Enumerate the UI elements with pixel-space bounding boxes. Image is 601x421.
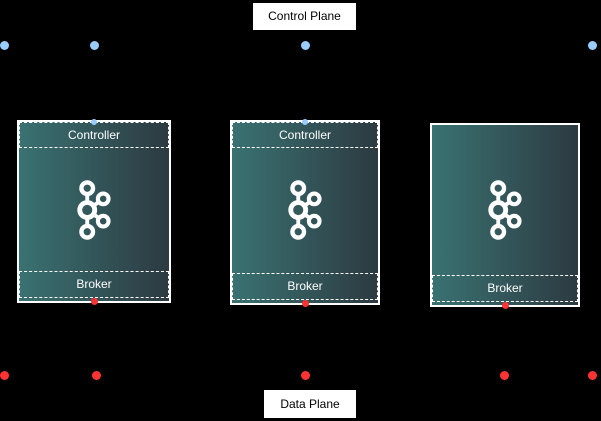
connection-endpoint-red: [300, 370, 310, 380]
connection-endpoint-blue: [89, 40, 99, 50]
broker-endpoint-dot: [501, 302, 509, 309]
broker-endpoint-dot: [90, 298, 98, 305]
controller-section: Controller: [232, 122, 378, 148]
kafka-logo-icon: [488, 180, 522, 240]
kafka-logo-icon: [77, 180, 111, 240]
kafka-node-3: Broker: [430, 123, 580, 309]
data-plane-label: Data Plane: [264, 390, 356, 418]
connection-endpoint-red: [499, 370, 509, 380]
broker-section: Broker: [232, 273, 378, 300]
controller-section: Controller: [19, 122, 169, 148]
kafka-node-1: Controller Broker: [17, 119, 171, 305]
controller-endpoint-dot: [302, 119, 308, 125]
kafka-node-2: Controller Broker: [230, 119, 380, 307]
kafka-logo-icon: [288, 180, 322, 240]
connection-endpoint-red: [0, 370, 9, 380]
broker-section: Broker: [19, 271, 169, 298]
broker-section: Broker: [432, 275, 578, 302]
connection-endpoint-red: [587, 370, 597, 380]
connection-endpoint-red: [91, 370, 101, 380]
connection-endpoint-blue: [0, 40, 9, 50]
connection-endpoint-blue: [300, 40, 310, 50]
control-plane-label: Control Plane: [253, 3, 356, 30]
connection-endpoint-blue: [587, 40, 597, 50]
controller-endpoint-dot: [91, 119, 97, 125]
broker-endpoint-dot: [301, 300, 309, 307]
